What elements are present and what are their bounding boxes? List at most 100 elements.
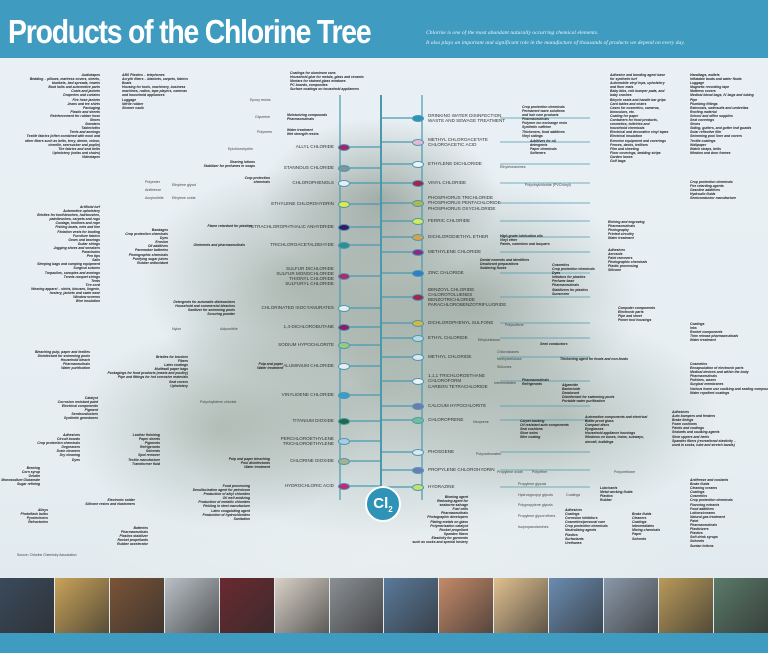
product-item: Initiators for plastics (552, 275, 586, 280)
product-item: Various home use caulking and sealing co… (690, 386, 768, 391)
product-item: Water purification (61, 366, 90, 371)
product-item: paintbrushes, carpets and rugs (49, 217, 101, 222)
product-item: Food processing (222, 484, 250, 488)
product-item: Tire fabrics and seat belts (58, 146, 100, 151)
product-item: Coating for paper (610, 113, 639, 118)
product-item: High grade lubrication oils (500, 234, 543, 238)
intermediate-polyester: Polyester (145, 180, 160, 184)
product-item: Tire cord (85, 282, 100, 287)
product-item: Furniture fabrics (73, 233, 100, 238)
intermediate-neoprene: Neoprene (473, 420, 489, 424)
product-item: Fire retarding agents (690, 184, 724, 189)
product-item: Electrical insulation (610, 134, 643, 139)
product-item: Videotapes (82, 154, 100, 159)
product-item: Medical blood bags, IV bags and tubing (690, 93, 754, 98)
product-item: Brewing (26, 466, 40, 470)
node-methylene-chloride (412, 248, 424, 256)
branch-sodium-hypochlorite: Sodium hypochlorite (278, 342, 334, 347)
product-item: Inks (690, 326, 697, 331)
product-item: Paints, varnishes and lacquers (500, 242, 550, 247)
product-item: Adhesives (672, 410, 689, 414)
product-item: chemicals (253, 180, 270, 185)
product-item: Textile coatings (690, 138, 716, 143)
product-item: Silicone resins and elastomers (85, 502, 135, 507)
intermediate-epoxy-resins: Epoxy resins (250, 98, 271, 102)
product-item: Pharmaceuticals (522, 117, 549, 122)
branch-hydrochloric-acid: Hydrochloric acid (285, 483, 334, 488)
product-item: Household bleach (60, 358, 90, 363)
product-item: hosiery, jackets and swim wear (49, 290, 100, 295)
product-item: Time release pharmaceuticals (690, 334, 739, 339)
product-item: Packagings for food products (meats and … (107, 371, 188, 376)
intermediate-glycerine: Glycerine (255, 115, 271, 119)
intermediate-isopropanolamines: Isopropanolamines (518, 525, 549, 529)
product-item: Baby bibs, crib bumper pads, and (610, 89, 665, 94)
node-methyl-chloroacetate-chloroacetic-acid (412, 138, 424, 146)
product-item: Dyes (159, 236, 168, 241)
product-item: Audiotapes (81, 73, 100, 77)
product-item: Water treatment (690, 338, 716, 343)
product-item: Dental cements and identifiers (480, 258, 530, 262)
intermediate-hydroxypropyl-glycols: Hydroxypropyl glycols (518, 493, 553, 497)
product-item: Surfactants (565, 536, 584, 541)
product-item: Crop protection chemicals (125, 232, 168, 237)
branch-methylene-chloride: Methylene chloride (428, 249, 481, 254)
product-item: Crop protection chemicals (690, 498, 733, 503)
product-item: Tennis racquet strings (63, 274, 100, 279)
branch-label-line: Drinking water disinfection (428, 112, 502, 118)
product-item: Surgical membranes (690, 382, 724, 387)
branch-label-line: 1,4-Dichlorobutane (283, 324, 334, 330)
product-item: Watch straps, belts (690, 146, 722, 151)
product-item: Adhesives (608, 248, 625, 252)
product-item: Pulp and paper bleaching (228, 457, 270, 461)
product-item: Tarpaulins, canopies and awnings (44, 270, 100, 275)
product-item: Perfume base (552, 279, 575, 284)
node-titanium-dioxide (338, 417, 350, 425)
product-item: Textile manufacture (128, 457, 160, 462)
branch-vinyl-chloride: Vinyl chloride (428, 180, 466, 185)
product-item: Bicycle seats and handle bar grips (610, 97, 666, 102)
branch-1-4-dichlorobutane: 1,4-Dichlorobutane (284, 324, 334, 329)
product-item: Urethanes (565, 540, 582, 545)
intermediate-adiponitrile: Adiponitrile (220, 327, 238, 331)
photo-grain-field (659, 578, 713, 633)
product-item: Sanitation (233, 516, 250, 521)
branch-label-line: Chlorinated isocyanurates (261, 305, 335, 311)
product-item: Wearing apparel – shirts, blouses, linge… (31, 286, 100, 291)
branch-label-line: Dichlorophenyl sulfone (428, 320, 494, 326)
product-item: Silicone (608, 268, 622, 273)
branch-label-line: Phosphorus oxychloride (428, 205, 496, 211)
node-stannous-chloride (338, 164, 350, 172)
product-list: Ointments and pharmaceuticals (194, 243, 245, 247)
product-item: Draperies and curtains (63, 93, 100, 98)
product-item: Lotions/creams (690, 510, 716, 515)
product-item: Sweaters (85, 122, 100, 127)
product-item: Fuel cells (452, 507, 468, 512)
product-item: Computer components (618, 306, 656, 310)
product-item: Pharmaceuticals (522, 378, 549, 382)
branch-label-line: Calcium hypochlorite (428, 403, 487, 409)
product-item: Rubber (600, 498, 612, 503)
product-item: Detergents for automatic dishwashers (173, 300, 235, 304)
product-item: Packaging (83, 105, 100, 110)
branch-ethylene-dichloride: Ethylene dichloride (428, 161, 482, 166)
branch-label-line: Perchloroethylene (280, 435, 334, 441)
node-ethyl-chloride (412, 334, 424, 342)
node-ethylene-dichloride (412, 160, 424, 168)
intermediate-ethylene-glycol: Ethylene glycol (172, 183, 197, 187)
product-item: Metal working fluids (600, 490, 633, 495)
product-item: Bedding – pillows, mattress covers, shee… (29, 77, 100, 82)
product-item: Monosodium Glutamate (1, 478, 40, 483)
branch-trichloroacetaldehyde: Trichloroacetaldehyde (270, 242, 334, 247)
product-item: Magnetic recording tape (690, 85, 730, 90)
branch-label-line: Benzoyl chloride (428, 286, 475, 292)
product-item: Intermediates (632, 524, 655, 529)
product-item: used in socks, tube and stretch bands) (672, 442, 735, 447)
